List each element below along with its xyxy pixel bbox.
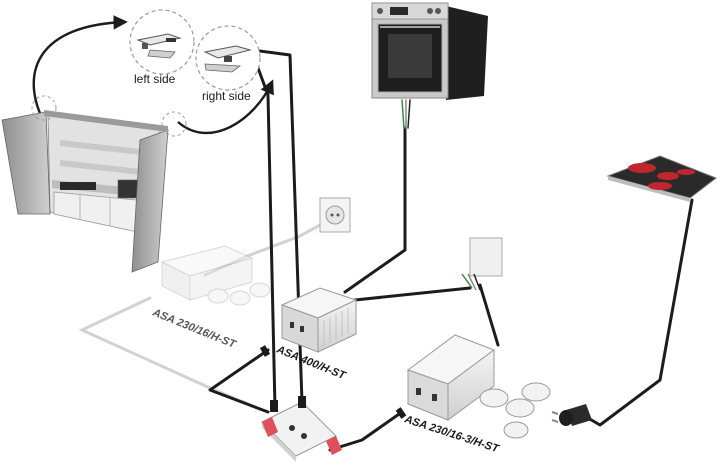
oven-cable-wires — [401, 99, 411, 129]
schuko-plug-icon — [479, 382, 551, 439]
arrow-left — [32, 15, 128, 119]
arrow-right — [177, 79, 274, 135]
hinge-switch-icon — [203, 45, 252, 73]
left-side-label: left side — [134, 72, 176, 86]
socket-outlet-icon — [319, 197, 351, 233]
kitchen-cabinet-icon — [1, 110, 169, 273]
control-box — [261, 401, 342, 462]
hinge-switch-detail-left — [129, 9, 195, 75]
unit-asa-400 — [280, 287, 358, 353]
schuko-plug-icon — [551, 404, 592, 426]
hinge-switch-icon — [136, 33, 182, 59]
hinge-switch-detail-right — [195, 25, 261, 91]
unit-asa-230-16-faded — [160, 245, 271, 306]
right-side-label: right side — [202, 89, 251, 103]
unit-asa-230-16-3 — [406, 334, 551, 439]
cooktop-icon — [606, 155, 718, 202]
hinge-marker-left — [31, 95, 57, 121]
hinge-marker-right — [161, 111, 187, 137]
wall-switch-icon — [461, 237, 503, 291]
oven-icon — [371, 2, 488, 100]
unit-right-label: ASA 230/16-3/H-ST — [402, 413, 501, 455]
hinge-arrows — [32, 15, 274, 135]
schuko-plug-icon — [207, 282, 271, 306]
cable-connectors — [259, 345, 407, 419]
unit-faded-label: ASA 230/16/H-ST — [150, 306, 238, 351]
